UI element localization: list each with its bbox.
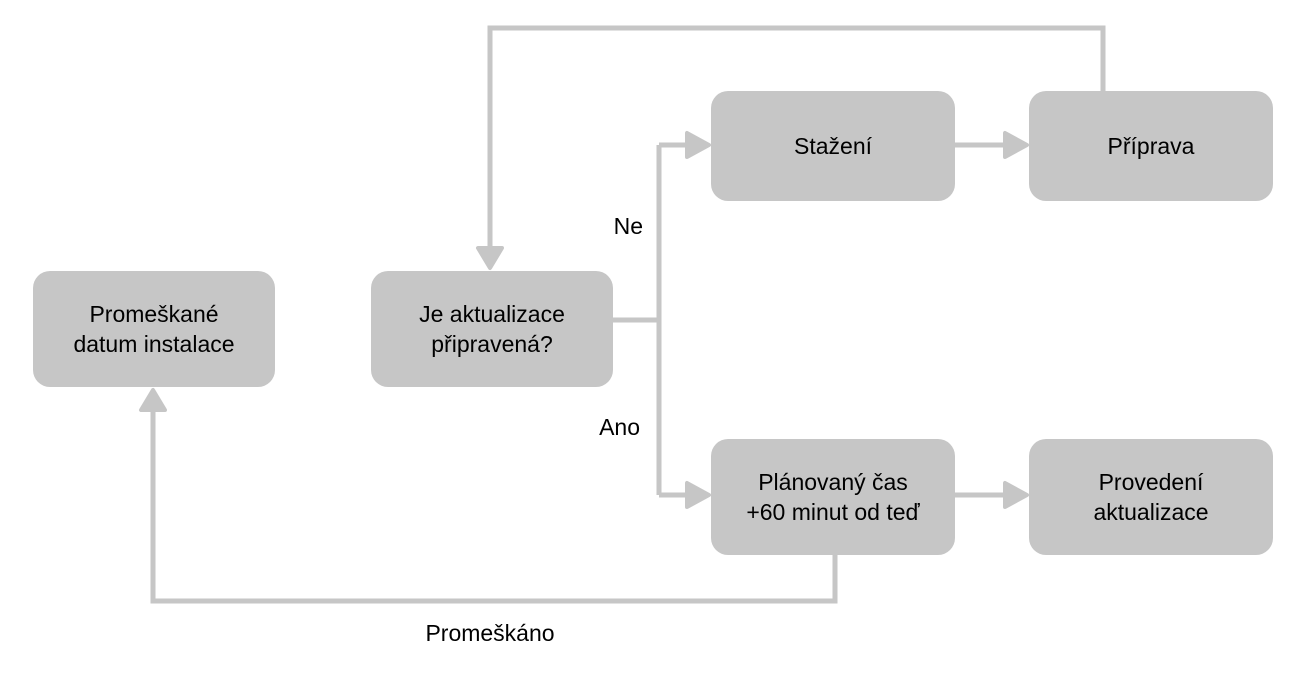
node-prepare: Příprava — [1029, 91, 1273, 201]
edge-label-no: Ne — [613, 213, 643, 239]
arrowhead-up-missed-install — [139, 388, 167, 412]
arrowhead-down-update-ready — [476, 246, 504, 270]
node-scheduled-time: Plánovaný čas +60 minut od teď — [711, 439, 955, 555]
edge-scheduled-to-missed — [150, 411, 838, 604]
arrowhead-right-perform — [1003, 481, 1029, 509]
arrowhead-right-scheduled-time — [685, 481, 711, 509]
node-download: Stažení — [711, 91, 955, 201]
edge-label-yes: Ano — [599, 414, 640, 440]
node-update-ready-question: Je aktualizace připravená? — [371, 271, 613, 387]
node-perform-update: Provedení aktualizace — [1029, 439, 1273, 555]
edge-update-ready-branch — [611, 142, 688, 498]
arrowhead-right-prepare — [1003, 131, 1029, 159]
edge-label-missed: Promeškáno — [425, 620, 555, 646]
arrowhead-right-download — [685, 131, 711, 159]
edge-prepare-to-update-ready — [487, 25, 1106, 249]
node-missed-install-date: Promeškané datum instalace — [33, 271, 275, 387]
